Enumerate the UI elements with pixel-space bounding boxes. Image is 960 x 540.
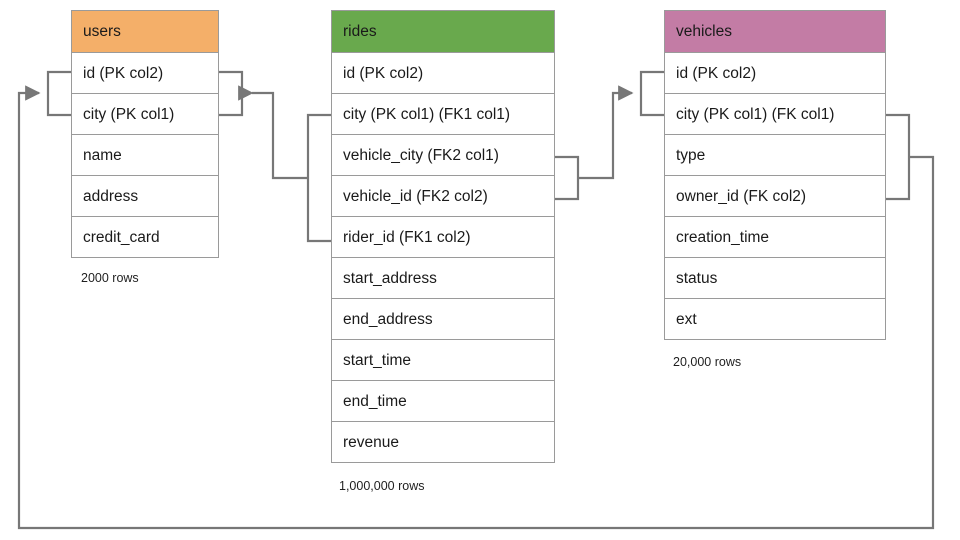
table-users-column-name[interactable]: name [72, 135, 218, 176]
table-rides-column-revenue[interactable]: revenue [332, 422, 554, 463]
table-rides-column-end-address[interactable]: end_address [332, 299, 554, 340]
table-users-column-credit-card[interactable]: credit_card [72, 217, 218, 258]
table-users-column-city[interactable]: city (PK col1) [72, 94, 218, 135]
table-vehicles-column-ext[interactable]: ext [665, 299, 885, 340]
table-vehicles[interactable]: vehicles id (PK col2) city (PK col1) (FK… [664, 10, 886, 340]
edge-rides-fk2-to-vehicles [578, 85, 634, 180]
table-rides-column-id[interactable]: id (PK col2) [332, 53, 554, 94]
table-rides-column-end-time[interactable]: end_time [332, 381, 554, 422]
bracket-rides-left-fk1 [306, 113, 331, 243]
table-rides-column-start-address[interactable]: start_address [332, 258, 554, 299]
table-rides-column-start-time[interactable]: start_time [332, 340, 554, 381]
table-users-row-count: 2000 rows [81, 271, 139, 285]
table-vehicles-column-creation-time[interactable]: creation_time [665, 217, 885, 258]
bracket-rides-right-fk2 [555, 155, 580, 201]
table-rides-title: rides [332, 11, 554, 53]
table-vehicles-column-city[interactable]: city (PK col1) (FK col1) [665, 94, 885, 135]
table-rides-column-vehicle-city[interactable]: vehicle_city (FK2 col1) [332, 135, 554, 176]
bracket-users-left [46, 70, 71, 117]
table-rides-column-rider-id[interactable]: rider_id (FK1 col2) [332, 217, 554, 258]
table-rides-row-count: 1,000,000 rows [339, 479, 425, 493]
table-vehicles-row-count: 20,000 rows [673, 355, 742, 369]
table-vehicles-column-type[interactable]: type [665, 135, 885, 176]
table-rides[interactable]: rides id (PK col2) city (PK col1) (FK1 c… [331, 10, 555, 463]
table-users-title: users [72, 11, 218, 53]
bracket-vehicles-right [886, 113, 911, 201]
table-vehicles-column-id[interactable]: id (PK col2) [665, 53, 885, 94]
bracket-vehicles-left [639, 70, 664, 117]
table-vehicles-column-owner-id[interactable]: owner_id (FK col2) [665, 176, 885, 217]
table-users-column-id[interactable]: id (PK col2) [72, 53, 218, 94]
table-vehicles-title: vehicles [665, 11, 885, 53]
table-users-column-address[interactable]: address [72, 176, 218, 217]
table-vehicles-column-status[interactable]: status [665, 258, 885, 299]
table-rides-column-vehicle-id[interactable]: vehicle_id (FK2 col2) [332, 176, 554, 217]
edge-rides-fk1-to-users [238, 85, 308, 180]
table-rides-column-city[interactable]: city (PK col1) (FK1 col1) [332, 94, 554, 135]
table-users[interactable]: users id (PK col2) city (PK col1) name a… [71, 10, 219, 258]
bracket-users-right [219, 70, 244, 117]
